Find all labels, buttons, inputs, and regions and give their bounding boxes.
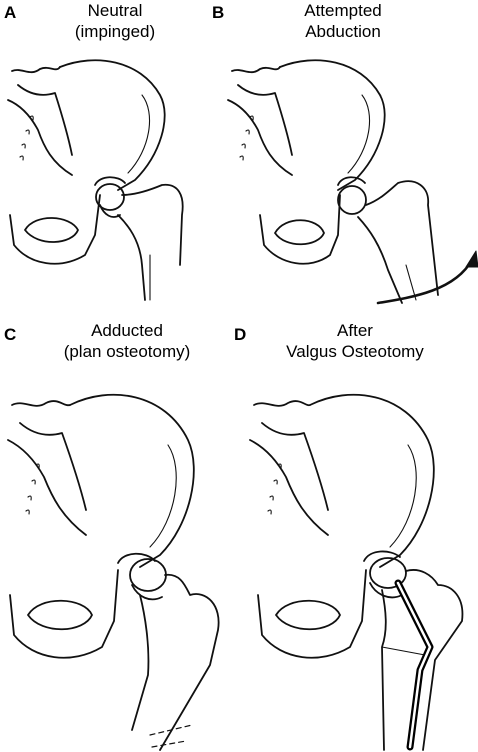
- panel-d-title: After Valgus Osteotomy: [240, 320, 470, 362]
- panel-c-title: Adducted (plan osteotomy): [12, 320, 242, 362]
- panel-c-title-line1: Adducted: [91, 321, 163, 340]
- panel-b-letter: B: [212, 3, 225, 22]
- panel-a-title-line1: Neutral: [87, 1, 143, 20]
- panel-d-title-line2: Valgus Osteotomy: [286, 342, 424, 361]
- panel-c-letter: C: [4, 325, 17, 344]
- panel-b-hip-drawing: [227, 59, 478, 305]
- panel-b-title-line1: Attempted: [304, 1, 382, 20]
- panel-a-hip-drawing: [7, 59, 184, 301]
- panel-b-title-line2: Abduction: [305, 22, 381, 41]
- panel-b-title: Attempted Abduction: [228, 0, 458, 42]
- panel-c-title-line2: (plan osteotomy): [63, 342, 191, 361]
- panel-a-title: Neutral (impinged): [0, 0, 230, 42]
- panel-d-letter: D: [234, 325, 247, 344]
- panel-a-letter: A: [4, 3, 17, 22]
- panel-d-hip-drawing: [249, 393, 464, 751]
- panel-d-title-line1: After: [337, 321, 373, 340]
- panel-c-hip-drawing: [7, 393, 220, 751]
- panel-a-title-line2: (impinged): [74, 22, 156, 41]
